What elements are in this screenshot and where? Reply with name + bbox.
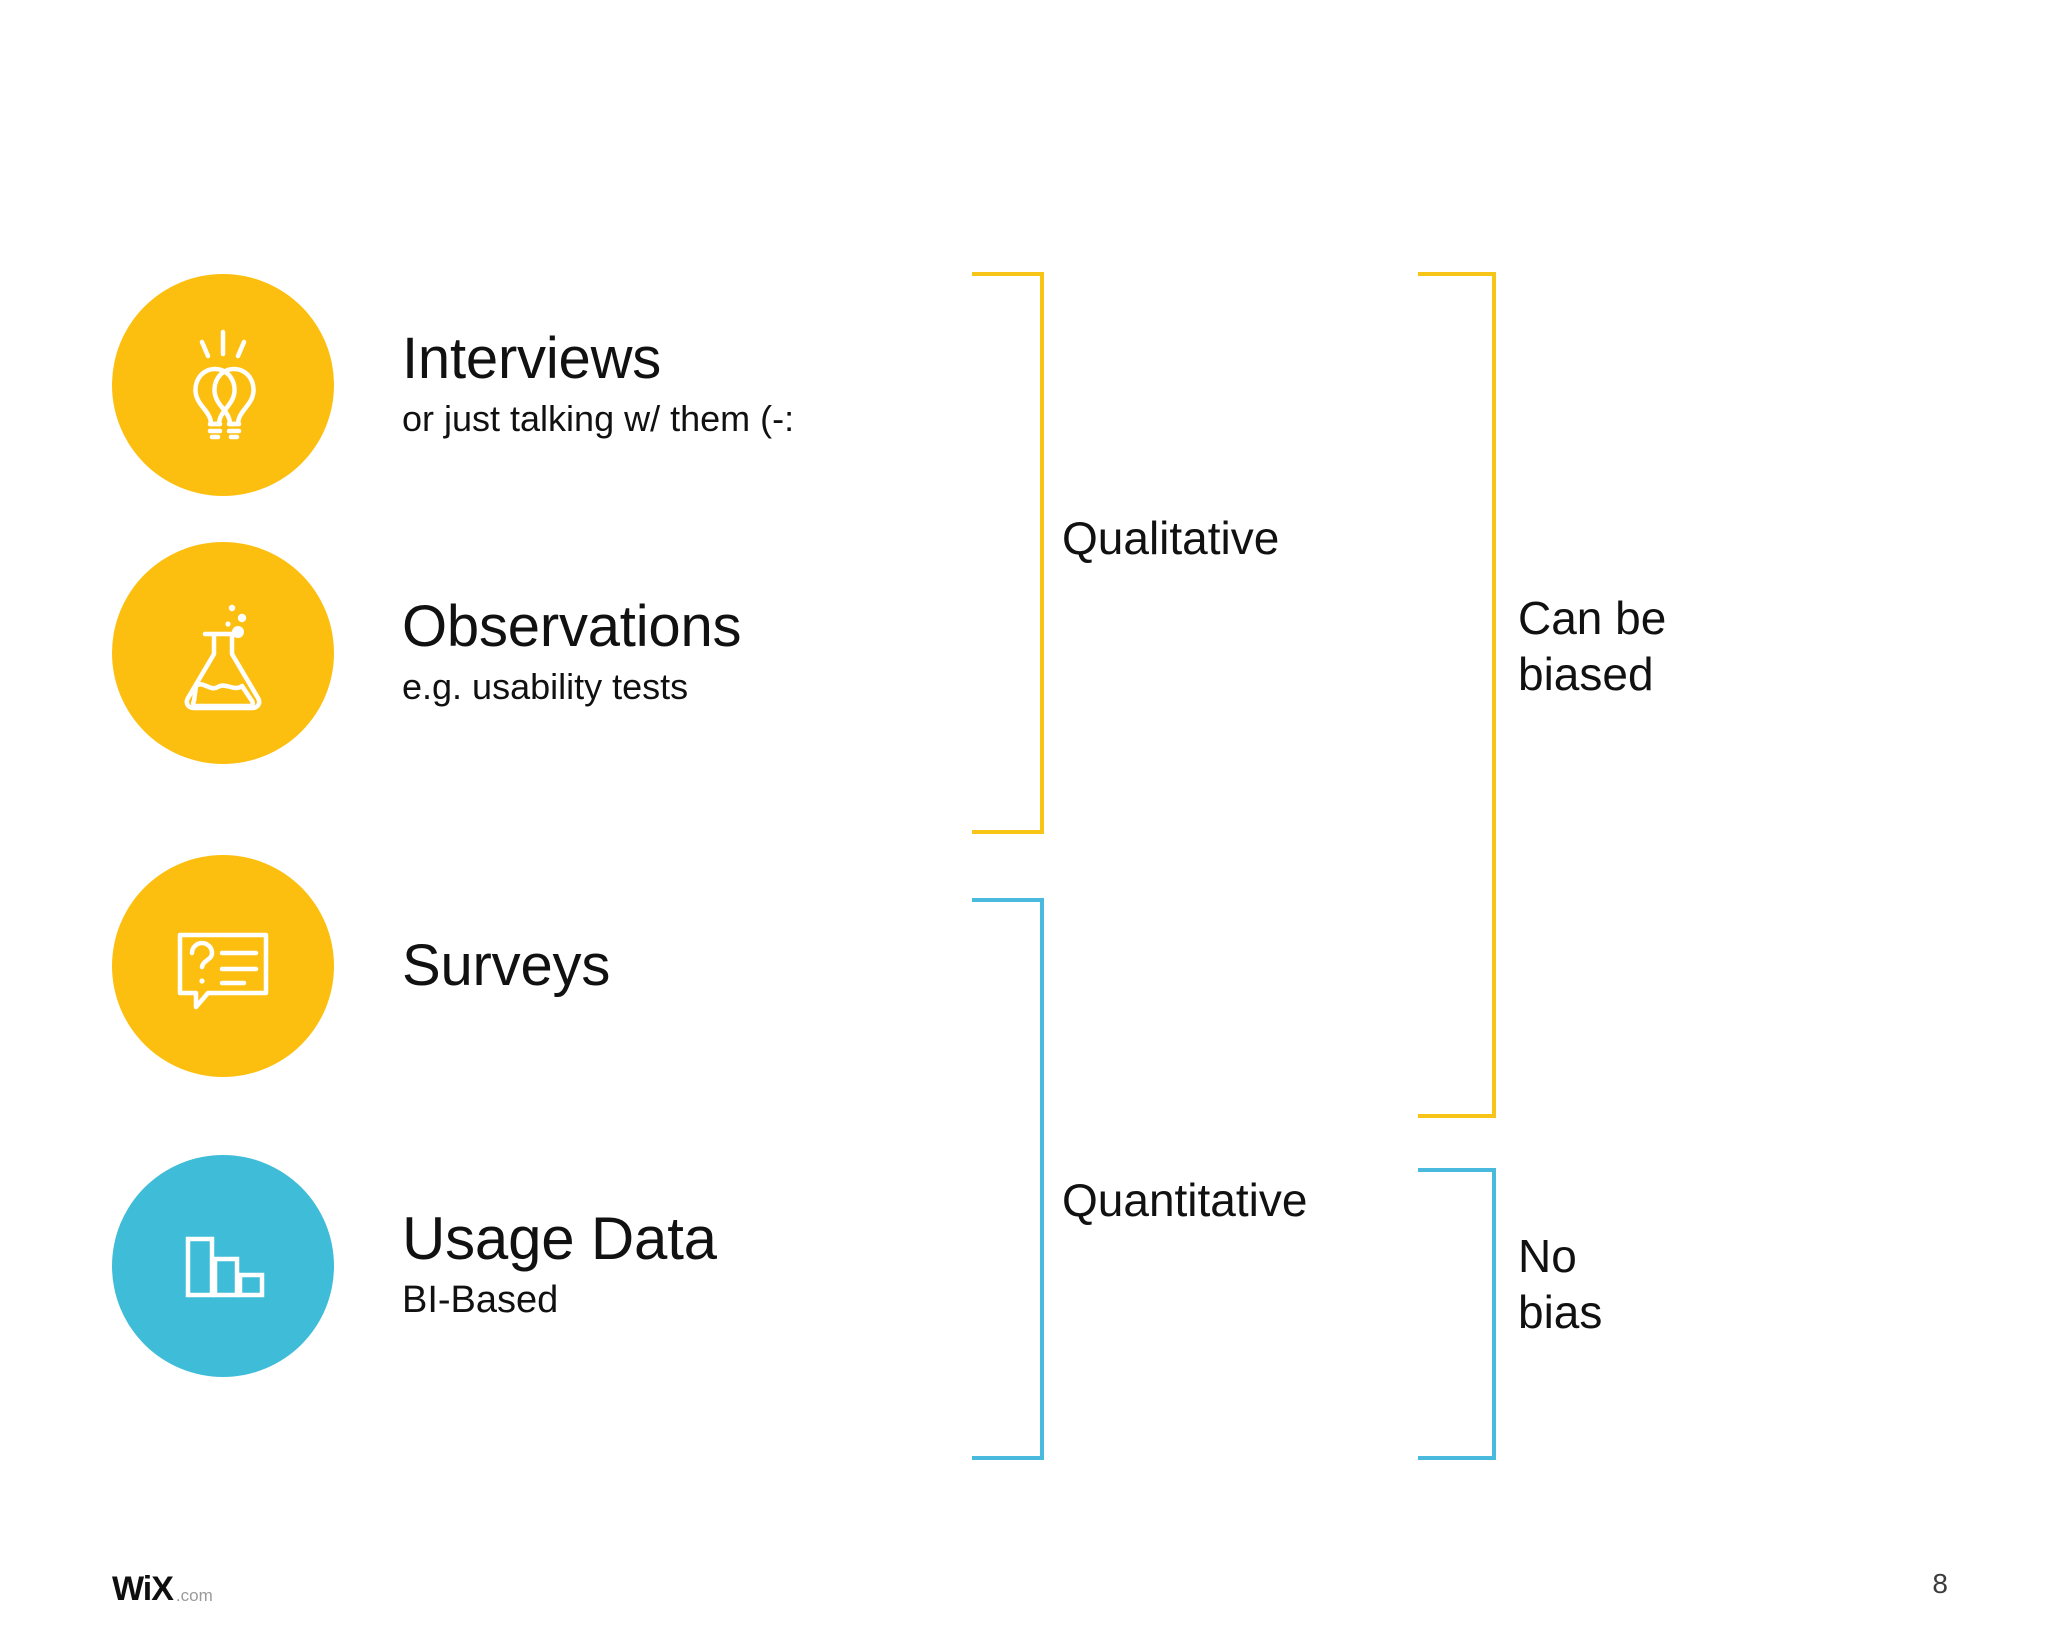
method-row-surveys: Surveys (112, 855, 610, 1077)
bracket-vertical-line (1492, 1168, 1496, 1460)
bracket-vertical-line (1040, 898, 1044, 1460)
lightbulbs-icon (158, 320, 288, 450)
bar-chart-icon (158, 1201, 288, 1331)
wix-wordmark: WiX (112, 1570, 174, 1608)
surveys-icon-circle (112, 855, 334, 1077)
surveys-labels: Surveys (402, 936, 610, 995)
bracket-tick-bottom (972, 830, 1044, 834)
observations-icon-circle (112, 542, 334, 764)
bracket-tick-bottom (972, 1456, 1044, 1460)
bracket-vertical-line (1492, 272, 1496, 1118)
usage-data-subtitle: BI-Based (402, 1278, 559, 1321)
group-label-no-bias: No bias (1518, 1230, 1603, 1339)
group-label-quantitative: Quantitative (1062, 1174, 1308, 1226)
survey-question-card-icon (158, 901, 288, 1031)
bracket-tick-top (1418, 1168, 1496, 1172)
bracket-quantitative (972, 898, 1044, 1460)
interviews-labels: Interviews or just talking w/ them (-: (402, 329, 794, 441)
group-label-qualitative: Qualitative (1062, 512, 1280, 564)
wix-logo: WiX .com (112, 1572, 213, 1606)
bracket-tick-top (972, 898, 1044, 902)
bracket-no-bias (1418, 1168, 1496, 1460)
observations-title: Observations (402, 593, 742, 659)
bracket-can-be-biased (1418, 272, 1496, 1118)
page-number: 8 (1932, 1568, 1948, 1599)
bracket-tick-bottom (1418, 1114, 1496, 1118)
wix-dotcom-suffix: .com (175, 1586, 213, 1605)
flask-icon (158, 588, 288, 718)
method-row-interviews: Interviews or just talking w/ them (-: (112, 274, 794, 496)
interviews-subtitle: or just talking w/ them (-: (402, 398, 795, 440)
usage-data-title: Usage Data (402, 1204, 717, 1272)
usage-data-icon-circle (112, 1155, 334, 1377)
bracket-tick-top (1418, 272, 1496, 276)
surveys-title: Surveys (402, 933, 611, 999)
method-row-usage-data: Usage Data BI-Based (112, 1155, 717, 1377)
method-row-observations: Observations e.g. usability tests (112, 542, 742, 764)
bracket-qualitative (972, 272, 1044, 834)
interviews-title: Interviews (402, 325, 662, 391)
bracket-tick-bottom (1418, 1456, 1496, 1460)
usage-data-labels: Usage Data BI-Based (402, 1204, 717, 1325)
bracket-tick-top (972, 272, 1044, 276)
interviews-icon-circle (112, 274, 334, 496)
observations-labels: Observations e.g. usability tests (402, 593, 742, 709)
bracket-vertical-line (1040, 272, 1044, 834)
observations-subtitle: e.g. usability tests (402, 666, 689, 708)
group-label-can-be-biased: Can be biased (1518, 592, 1667, 701)
